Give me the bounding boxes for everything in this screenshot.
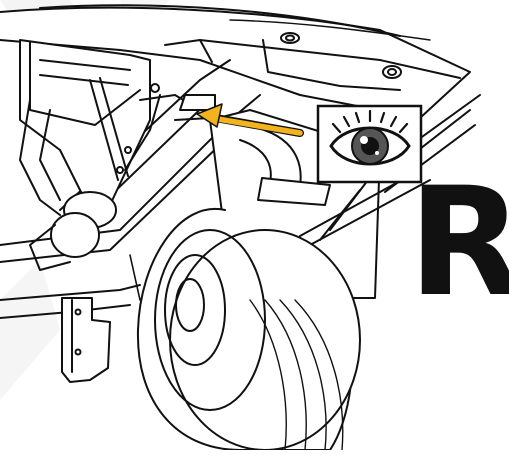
eye-callout-box [318,106,421,182]
side-indicator-letter: R [408,178,508,308]
hitch-plate [62,298,110,382]
